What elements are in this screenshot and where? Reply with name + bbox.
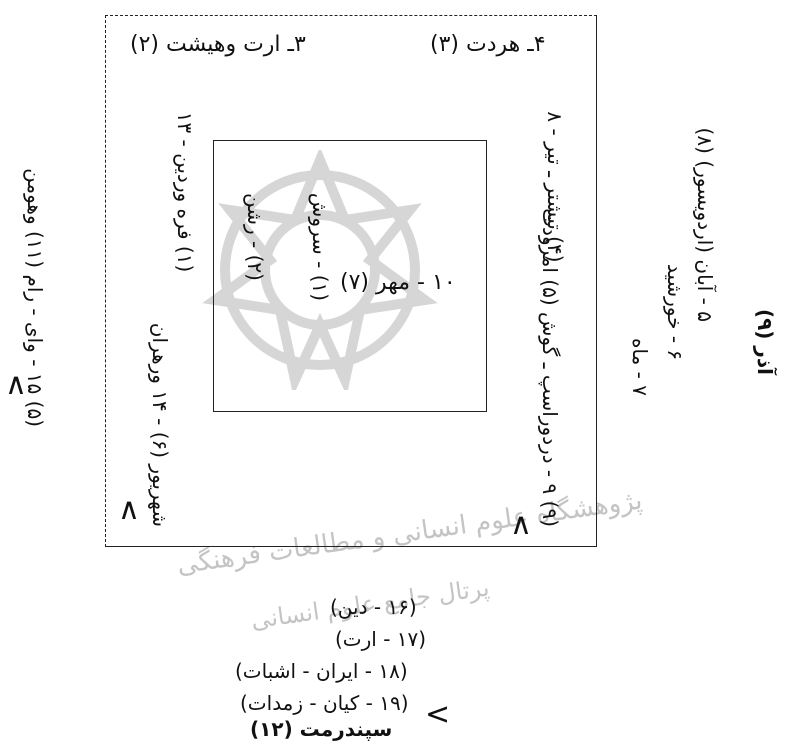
label-farvardin-13: (۱) فره وردین - ۱۳ <box>173 111 197 273</box>
list-item-17: (۱۷ - ارت) <box>335 627 427 651</box>
inner-frame <box>213 140 487 412</box>
label-10-mehr: ۱۰ - مهر (۷) <box>340 270 456 295</box>
label-5-aban: ۵ - آبان (اردویسور) (۸) <box>693 127 717 322</box>
chevron-right-frame-icon: ∧ <box>510 507 532 542</box>
outer-frame <box>105 15 597 547</box>
watermark-rosette-icon <box>202 150 438 390</box>
label-sorush: (۱) - سروش <box>308 192 332 302</box>
chevron-far-left-icon: ∧ <box>5 367 27 402</box>
label-3-ort-vahisht: ۳ـ ارت وهیشت (۲) <box>130 32 306 57</box>
chevron-bottom-icon: < <box>425 697 451 732</box>
list-item-16: (۱۶ - دین) <box>330 595 417 619</box>
label-9-amordad: (۹) ۹ - دردوراسپ ـ گوش (۵) امرودت <box>538 208 562 527</box>
label-6-khorshid: ۶ - خورشید <box>663 263 687 361</box>
label-4-hordad: ۴ـ هردت (۳) <box>430 32 546 57</box>
list-item-12-spandarmat: سپندرمت (۱۲) <box>250 717 393 741</box>
label-azar-9: آذر (۹) <box>753 308 777 376</box>
chevron-left-frame-icon: ∧ <box>118 492 140 527</box>
list-item-19: (۱۹ - کیان - زمدات) <box>240 691 409 715</box>
label-shahrivar-14: شهریور (۶) - ۱۴ ورهران <box>148 322 172 527</box>
label-7-mah: ۷ - ماه <box>628 338 652 396</box>
label-rashn: (۲) - رشن <box>243 193 267 281</box>
list-item-18: (۱۸ - ایران - اشبات) <box>235 659 408 683</box>
